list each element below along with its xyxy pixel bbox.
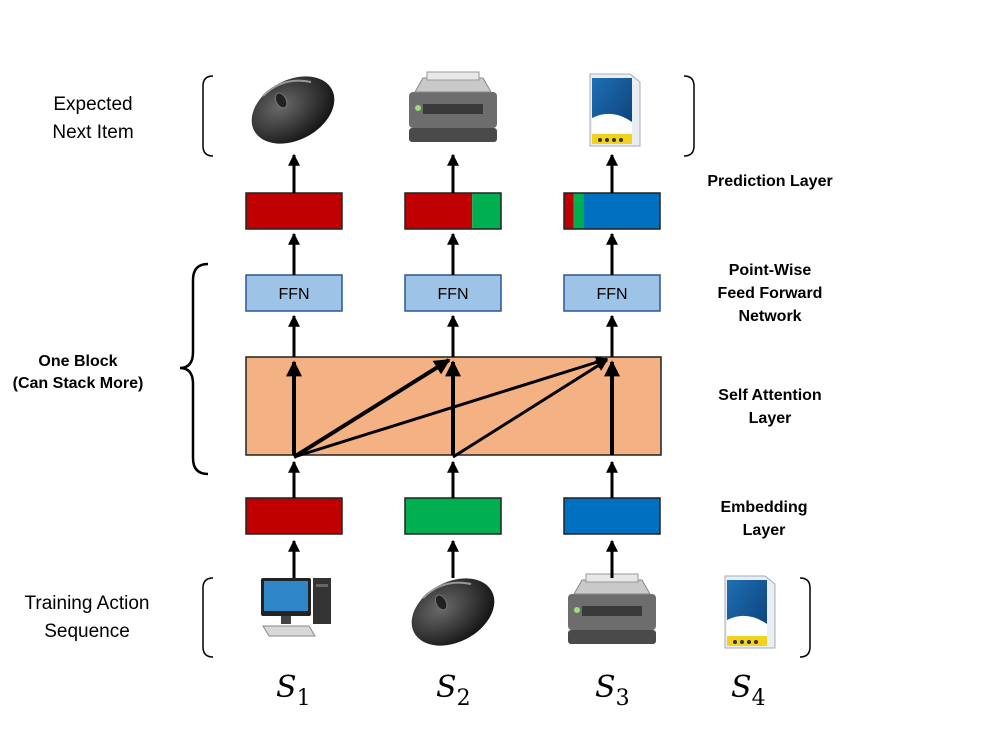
prediction-segment-3-3	[583, 193, 660, 229]
computer-icon	[261, 578, 331, 637]
embedding-box-1	[245, 497, 343, 535]
self-attention-label-line2: Layer	[749, 410, 792, 427]
expected-next-item-label-line2: Next Item	[52, 122, 133, 143]
prediction-segment-3-1	[564, 193, 574, 229]
sequence-label-s3: S3	[595, 670, 630, 711]
expected-next-item-label-line1: Expected	[53, 94, 132, 115]
bottom-left-bracket	[202, 577, 214, 658]
prediction-segment-2-2	[472, 193, 501, 229]
ffn-box-1	[245, 274, 343, 312]
embedding-layer-label-line2: Layer	[743, 522, 786, 539]
printer-icon	[409, 71, 497, 142]
self-attention-label-line1: Self Attention	[718, 387, 821, 404]
ffn-label-1: FFN	[278, 286, 309, 303]
embedding-layer-label-line1: Embedding	[720, 499, 807, 516]
sequence-label-s2: S2	[436, 670, 471, 711]
bottom-right-bracket	[799, 577, 811, 658]
top-right-bracket	[683, 75, 695, 157]
point-wise-ffn-label-line3: Network	[738, 308, 801, 325]
prediction-segment-1-1	[246, 193, 342, 229]
training-action-sequence-label-line1: Training Action	[25, 593, 150, 614]
ffn-label-2: FFN	[437, 286, 468, 303]
embedding-box-2	[404, 497, 502, 535]
mouse-icon	[251, 76, 335, 144]
ffn-box-3	[563, 274, 661, 312]
paper-box-icon	[724, 575, 776, 649]
one-block-curly-brace	[179, 262, 209, 476]
prediction-segment-3-2	[573, 193, 584, 229]
attention-arrow-1-to-3	[293, 356, 609, 459]
sequence-label-s1: S1	[276, 670, 311, 711]
point-wise-ffn-label-line1: Point-Wise	[729, 262, 812, 279]
prediction-layer-label: Prediction Layer	[707, 173, 832, 190]
point-wise-ffn-label-line2: Feed Forward	[718, 285, 823, 302]
training-action-sequence-label-line2: Sequence	[44, 621, 130, 642]
one-block-label-line1: One Block	[38, 353, 117, 370]
ffn-box-2	[404, 274, 502, 312]
one-block-label-line2: (Can Stack More)	[13, 375, 144, 392]
prediction-segment-2-1	[405, 193, 473, 229]
paper-box-icon	[589, 73, 641, 147]
ffn-label-3: FFN	[596, 286, 627, 303]
mouse-icon	[411, 578, 495, 646]
sequence-label-s4: S4	[731, 670, 766, 711]
top-left-bracket	[202, 75, 214, 157]
attention-arrow-2-to-3	[452, 358, 609, 459]
attention-arrow-1-to-2	[292, 358, 451, 459]
printer-icon	[568, 573, 656, 644]
embedding-box-3	[563, 497, 661, 535]
